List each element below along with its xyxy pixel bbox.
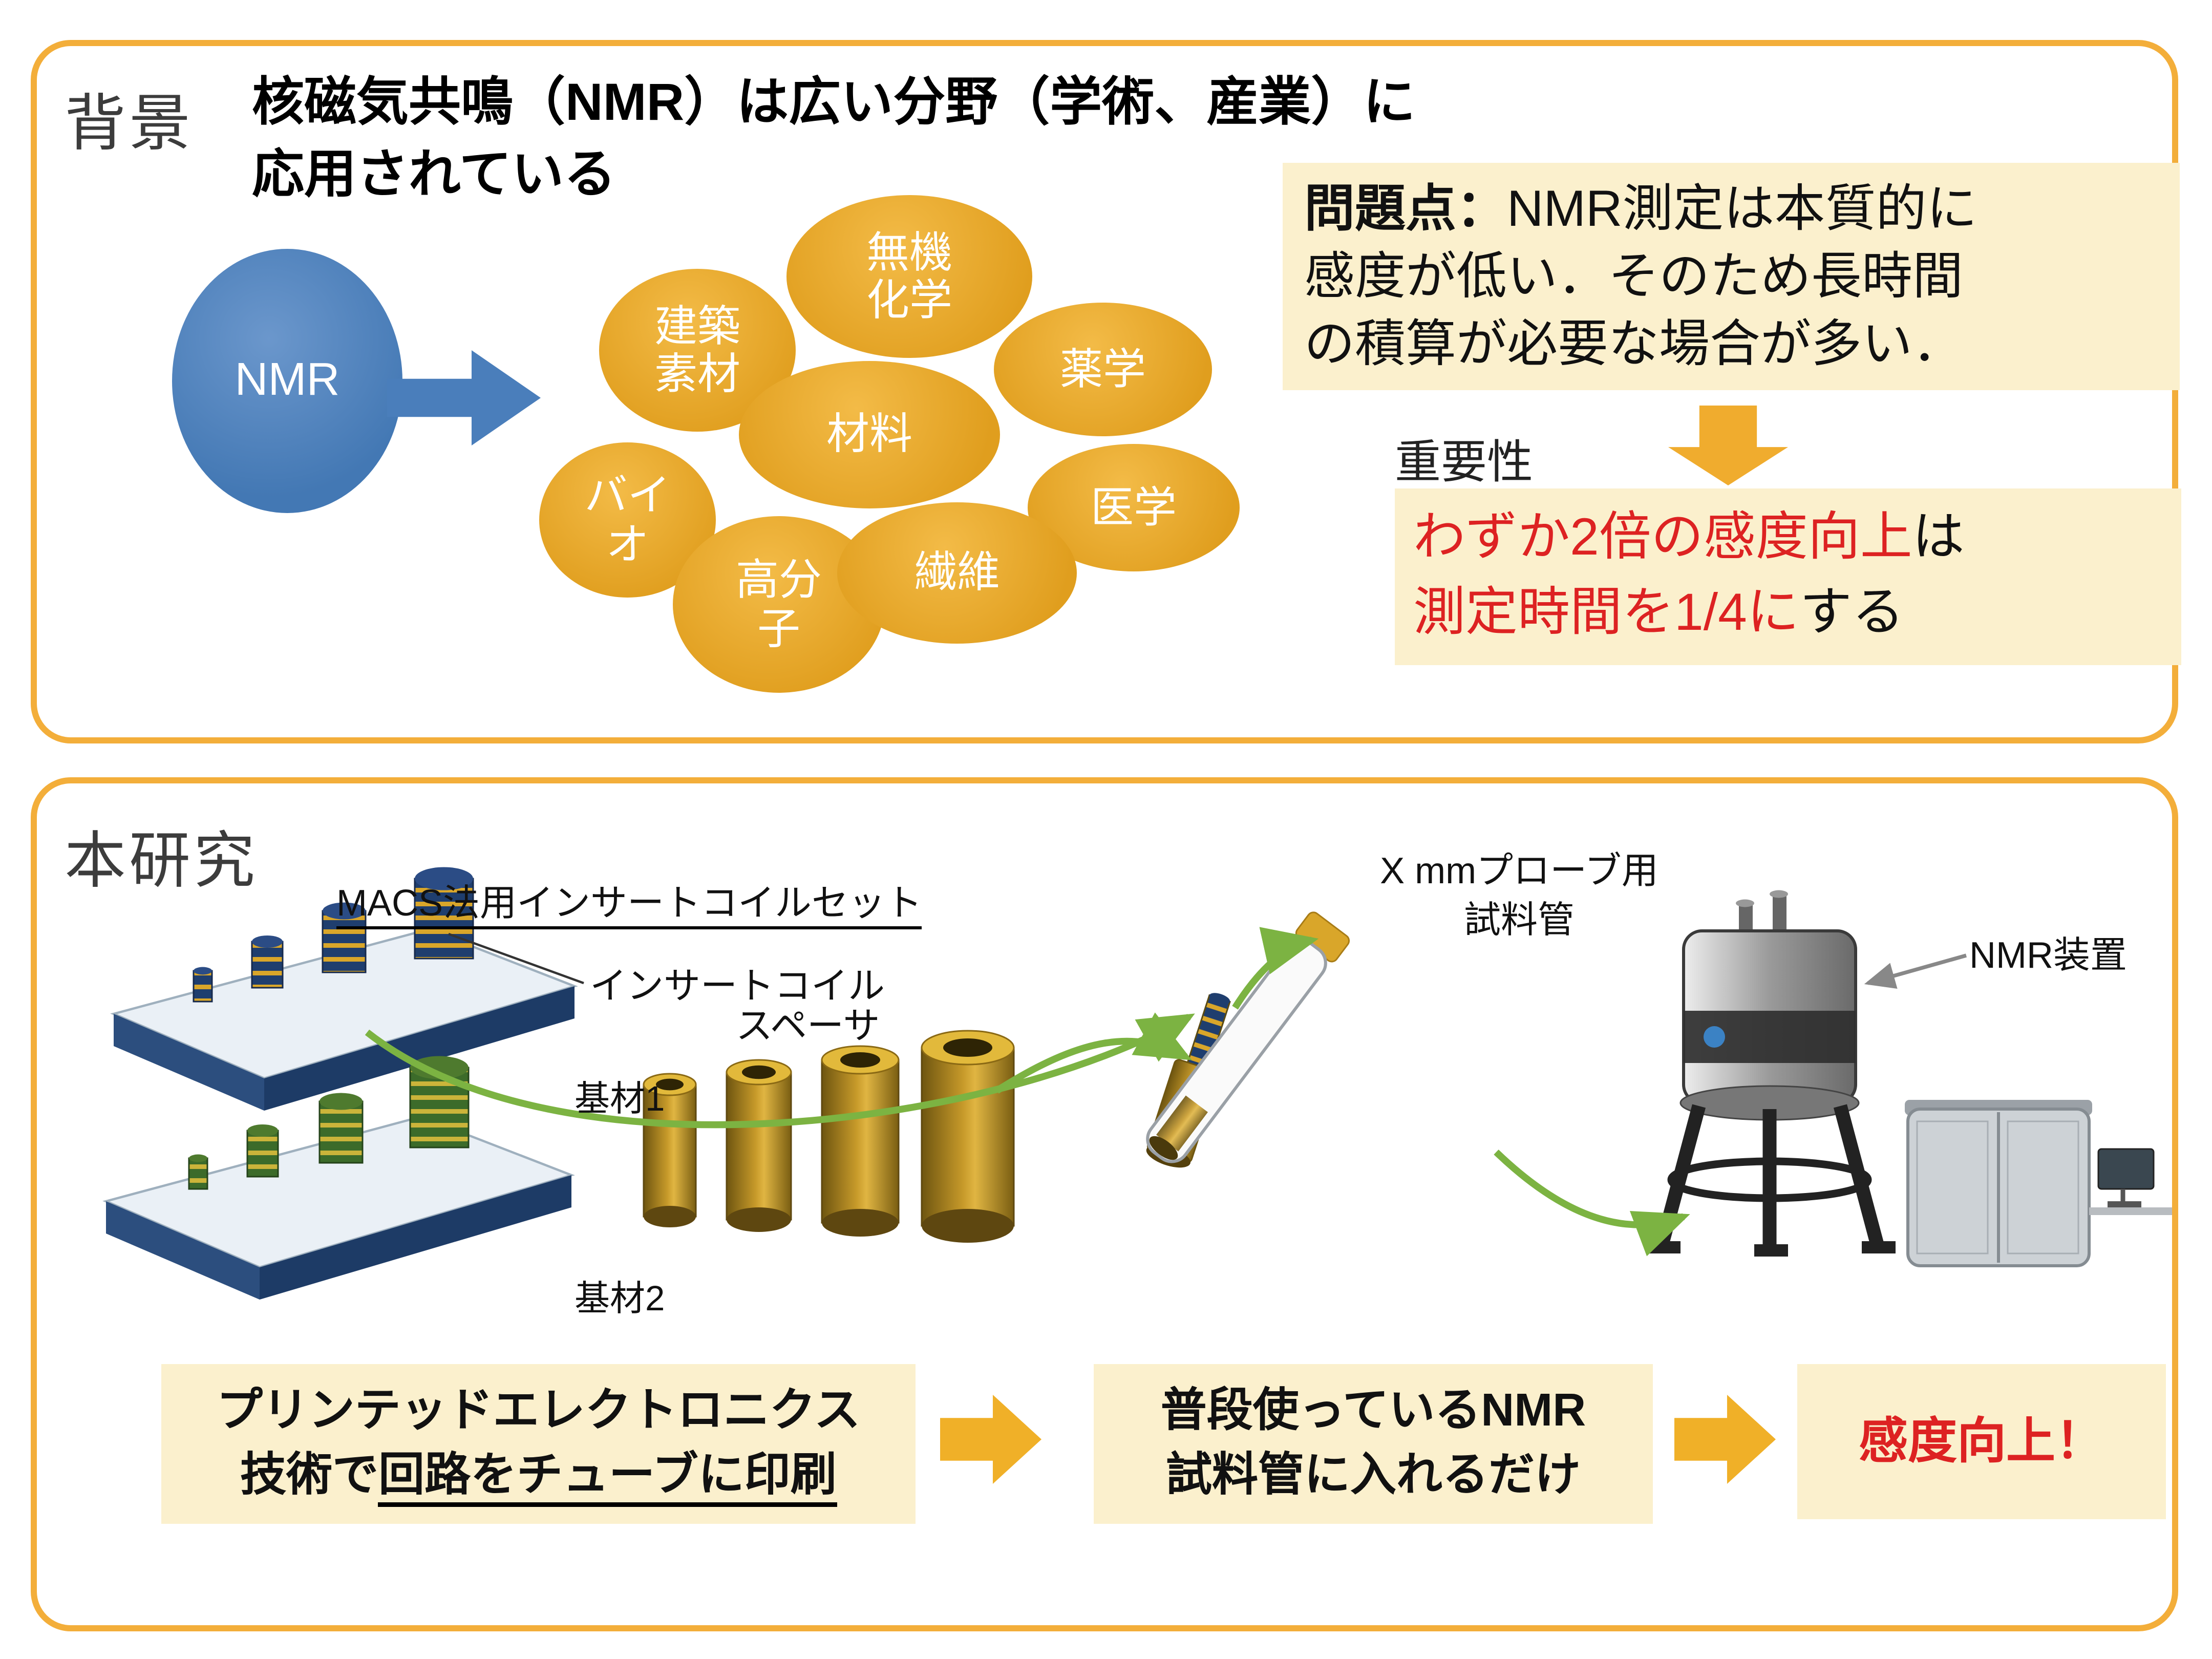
insert-coils-green bbox=[188, 1056, 470, 1190]
green-arrow-tube-to-magnet bbox=[1494, 1150, 1690, 1257]
green-arrow-coils-to-insert bbox=[365, 1013, 1195, 1129]
down-arrow-icon bbox=[1668, 406, 1788, 485]
nmr-source-label: NMR bbox=[235, 355, 340, 406]
device-label-pointer bbox=[1864, 953, 1967, 989]
problem-line-1: 問題点：NMR測定は本質的に bbox=[1304, 180, 1977, 237]
sample-tube-label: X mmプローブ用 試料管 bbox=[1380, 851, 1658, 943]
substrate1-label: 基材1 bbox=[575, 1078, 665, 1118]
field-fiber: 繊維 bbox=[837, 502, 1077, 644]
background-title-line2: 応用されている bbox=[252, 145, 616, 204]
problem-label: 問題点： bbox=[1304, 180, 1507, 237]
insert-coils-navy bbox=[193, 867, 474, 1003]
substrate-plate-1 bbox=[110, 867, 584, 1111]
flow-box-insert: 普段使っているNMR 試料管に入れるだけ bbox=[1094, 1364, 1653, 1524]
field-materials: 材料 bbox=[739, 361, 1000, 508]
assembly-flow-arrows bbox=[365, 927, 1690, 1257]
green-arrow-insert-to-tube bbox=[1232, 927, 1319, 1010]
background-panel: 背景 核磁気共鳴（NMR）は広い分野（学術、産業）に 応用されている NMR 建… bbox=[31, 40, 2181, 743]
nmr-magnet bbox=[1647, 890, 1896, 1257]
substrate2-label: 基材2 bbox=[575, 1278, 665, 1318]
research-illustration bbox=[102, 867, 2172, 1300]
substrate-plate-2 bbox=[102, 1056, 575, 1300]
field-inorganic-chemistry: 無機化学 bbox=[786, 195, 1032, 358]
nmr-source-ellipse: NMR bbox=[172, 249, 402, 513]
spacer-label: スペーサ bbox=[736, 1006, 880, 1048]
flow-box-result: 感度向上！ bbox=[1797, 1364, 2166, 1519]
background-title-line1: 核磁気共鳴（NMR）は広い分野（学術、産業）に bbox=[252, 74, 1416, 132]
section-label-research: 本研究 bbox=[65, 828, 258, 896]
workstation-monitor bbox=[2089, 1148, 2172, 1215]
sample-tube bbox=[1146, 911, 1350, 1163]
benefit-line-1: わずか2倍の感度向上は bbox=[1413, 508, 1965, 567]
problem-line-2: 感度が低い．そのため長時間 bbox=[1304, 247, 1963, 304]
flow-box-printing: プリンテッドエレクトロニクス 技術で回路をチューブに印刷 bbox=[161, 1364, 916, 1524]
console-cabinet bbox=[1905, 1100, 2172, 1267]
spacer-cylinders bbox=[643, 1030, 1015, 1243]
problem-box: 問題点：NMR測定は本質的に 感度が低い．そのため長時間 の積算が必要な場合が多… bbox=[1283, 163, 2180, 390]
nmr-device-label: NMR装置 bbox=[1969, 935, 2127, 977]
insert-coil-pointer-line bbox=[448, 932, 584, 985]
research-panel: 本研究 MACS法用インサートコイルセット インサートコイル 基材1 基材2 ス… bbox=[31, 777, 2178, 1631]
field-construction-materials: 建築素材 bbox=[599, 269, 796, 432]
field-pharmacy: 薬学 bbox=[994, 303, 1212, 436]
insert-coil-label: インサートコイル bbox=[590, 966, 885, 1008]
right-arrow-icon bbox=[387, 350, 541, 445]
coilset-label: MACS法用インサートコイルセット bbox=[336, 873, 923, 929]
section-label-background: 背景 bbox=[65, 91, 194, 158]
problem-line-3: の積算が必要な場合が多い． bbox=[1304, 314, 1963, 372]
benefit-line-2: 測定時間を1/4にする bbox=[1413, 584, 1904, 643]
importance-label: 重要性 bbox=[1395, 438, 1533, 488]
background-title: 核磁気共鳴（NMR）は広い分野（学術、産業）に 応用されている bbox=[252, 68, 1415, 211]
green-arrow-spacer-to-insert bbox=[995, 1012, 1192, 1094]
benefit-box: わずか2倍の感度向上は 測定時間を1/4にする bbox=[1395, 488, 2181, 665]
